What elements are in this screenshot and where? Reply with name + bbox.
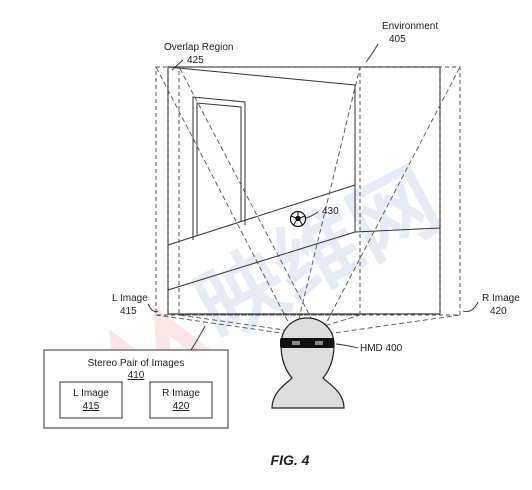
room-floor-edge-left — [167, 231, 356, 291]
overlap-leader — [171, 59, 184, 71]
room-floor-line — [167, 184, 356, 246]
inset-l-image-box — [59, 381, 123, 419]
inset-l-image-ref: 415 — [83, 401, 100, 412]
right-eye-ray-top-right — [319, 66, 461, 336]
inset-r-image-label: R Image — [162, 388, 200, 399]
room-ceiling-edge — [167, 66, 356, 86]
inset-r-image-ref: 420 — [173, 401, 190, 412]
head-figure — [271, 317, 345, 409]
hmd-leader — [335, 343, 359, 349]
door-inner-frame — [196, 102, 242, 236]
r-image-leader — [462, 301, 479, 313]
overlap-region-ref: 425 — [187, 55, 204, 66]
stereo-pair-box — [43, 349, 229, 429]
right-eye-ray-bottom-right — [319, 314, 461, 336]
door-frame — [192, 96, 246, 240]
hmd-left-lens — [292, 341, 300, 345]
image-frames — [155, 66, 461, 316]
left-eye-ray-top-left — [155, 66, 296, 336]
inset-r-image-box — [149, 381, 213, 419]
hmd-headset — [280, 338, 334, 348]
environment-ref: 405 — [389, 34, 406, 45]
figure-caption: FIG. 4 — [271, 452, 310, 468]
leader-lines — [147, 43, 479, 351]
r-image-frame — [178, 66, 461, 316]
r-image-label: R Image — [482, 293, 520, 304]
l-image-leader — [147, 303, 159, 313]
l-image-label: L Image — [112, 293, 148, 304]
stereo-leader — [190, 325, 206, 351]
ball-leader — [305, 211, 319, 219]
hmd-label: HMD 400 — [360, 343, 403, 354]
left-eye-ray-top-right — [294, 66, 361, 336]
ball-icon — [289, 210, 307, 228]
head-silhouette — [271, 317, 345, 409]
room-floor-edge-right — [354, 227, 441, 233]
ball-ref: 430 — [322, 206, 339, 217]
inset-l-image-label: L Image — [73, 388, 109, 399]
view-lines — [155, 66, 461, 336]
l-image-ref: 415 — [120, 306, 137, 317]
environment-leader — [365, 43, 379, 63]
hmd-right-lens — [315, 341, 323, 345]
r-image-ref: 420 — [490, 306, 507, 317]
right-eye-ray-top-left — [178, 66, 321, 336]
overlap-region-label: Overlap Region — [164, 42, 233, 53]
stereo-pair-ref: 410 — [128, 370, 145, 381]
stereo-pair-label: Stereo Pair of Images — [88, 358, 185, 369]
environment-label: Environment — [382, 21, 438, 32]
